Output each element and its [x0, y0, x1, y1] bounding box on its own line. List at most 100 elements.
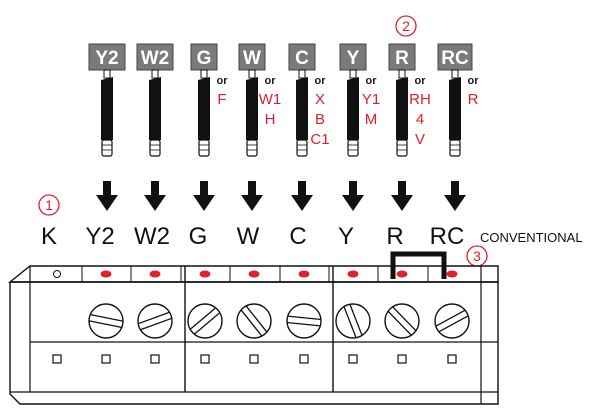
wire-tag-label: Y [347, 48, 360, 69]
arrow-g [193, 181, 215, 211]
terminal-windows-group [52, 354, 457, 364]
red-dot [396, 270, 408, 278]
terminal-window [299, 354, 309, 364]
screw-head [88, 303, 124, 339]
alt-label-b: B [315, 111, 325, 128]
screw-head [434, 303, 470, 339]
red-dot [298, 270, 310, 278]
wire-tip [296, 139, 308, 157]
callout-1: 1 [38, 194, 60, 216]
wire-tag-label: C [295, 48, 309, 69]
wire-cable [198, 77, 210, 140]
arrows-group [96, 181, 466, 211]
wire-tag-label: G [197, 48, 212, 69]
screw-slot-line [343, 306, 357, 339]
wire-cable [101, 77, 113, 140]
wire-tip [101, 139, 113, 157]
screw-slot-line [89, 313, 124, 322]
screw-slot-line [287, 315, 322, 321]
alt-label-v: V [415, 131, 425, 148]
callout-2-circle [395, 15, 417, 37]
arrow-y2 [96, 181, 118, 211]
or-label: or [265, 75, 277, 87]
wire-cable [246, 77, 258, 140]
wire-tag-box [437, 43, 473, 71]
or-label: or [468, 75, 480, 87]
wire-cable [149, 77, 161, 140]
terminal-label-y2: Y2 [85, 223, 114, 250]
or-label: or [315, 75, 327, 87]
screw-slot-line [240, 309, 263, 337]
wire-tip [396, 139, 408, 157]
wire-w2: W2 [136, 43, 174, 157]
or-label: or [217, 75, 229, 87]
wire-tab [248, 69, 256, 79]
terminal-window [249, 354, 259, 364]
screw-head [384, 303, 420, 339]
wire-tag-label: Y2 [95, 48, 118, 69]
terminal-label-c: C [289, 223, 306, 250]
callout-2-number: 2 [402, 18, 410, 34]
terminal-block-body [9, 282, 499, 405]
wire-tag-box [388, 43, 416, 71]
wire-tag-label: R [395, 48, 409, 69]
wire-tag-box [190, 43, 218, 71]
terminal-label-w: W [237, 223, 260, 250]
arrow-rc [444, 181, 466, 211]
terminal-block [8, 251, 499, 405]
screws-group [88, 303, 470, 339]
r-rc-jumper [390, 251, 447, 279]
terminal-label-w2: W2 [134, 223, 170, 250]
screw-slot-line [435, 309, 466, 327]
terminal-label-y: Y [338, 223, 354, 250]
or-label: or [366, 75, 378, 87]
wire-tip [149, 139, 161, 157]
terminal-window [101, 354, 111, 364]
wire-tab [451, 69, 459, 79]
screw-head [335, 303, 371, 339]
callout-3: 3 [466, 245, 488, 267]
alt-label-c1: C1 [310, 131, 329, 148]
screw-w2 [137, 303, 173, 339]
terminal-window [52, 354, 62, 364]
terminal-label-r: R [386, 223, 403, 250]
terminal-window [200, 354, 210, 364]
wire-tag-label: W [243, 48, 261, 69]
arrow-y [342, 181, 364, 211]
terminal-window [348, 354, 358, 364]
callout-3-number: 3 [473, 248, 481, 264]
screw-head [187, 303, 223, 339]
red-dot [347, 270, 359, 278]
alt-label-w1: W1 [259, 91, 282, 108]
screw-head [236, 303, 272, 339]
screw-slot-line [139, 317, 173, 331]
conventional-label: CONVENTIONAL [480, 230, 583, 245]
callout-1-number: 1 [45, 197, 53, 213]
wire-tag-box [88, 43, 126, 71]
screw-slot-line [438, 315, 469, 333]
terminal-window [397, 354, 407, 364]
wire-tag-label: RC [441, 48, 469, 69]
screw-r [384, 303, 420, 339]
screw-g [187, 303, 223, 339]
screw-slot-line [286, 321, 321, 327]
wire-tag-box [339, 43, 367, 71]
wire-cable [296, 77, 308, 140]
arrow-c [291, 181, 313, 211]
wire-tab [398, 69, 406, 79]
empty-dot [53, 270, 61, 278]
wire-cable [396, 77, 408, 140]
alt-label-f: F [217, 91, 226, 108]
wire-rc: RC orR [437, 43, 480, 157]
terminal-window [447, 354, 457, 364]
screw-slot-line [245, 305, 268, 333]
alt-label-r: R [468, 91, 479, 108]
indicator-dots-group [53, 270, 458, 278]
terminal-label-rc: RC [430, 223, 465, 250]
alt-label-m: M [365, 111, 378, 128]
